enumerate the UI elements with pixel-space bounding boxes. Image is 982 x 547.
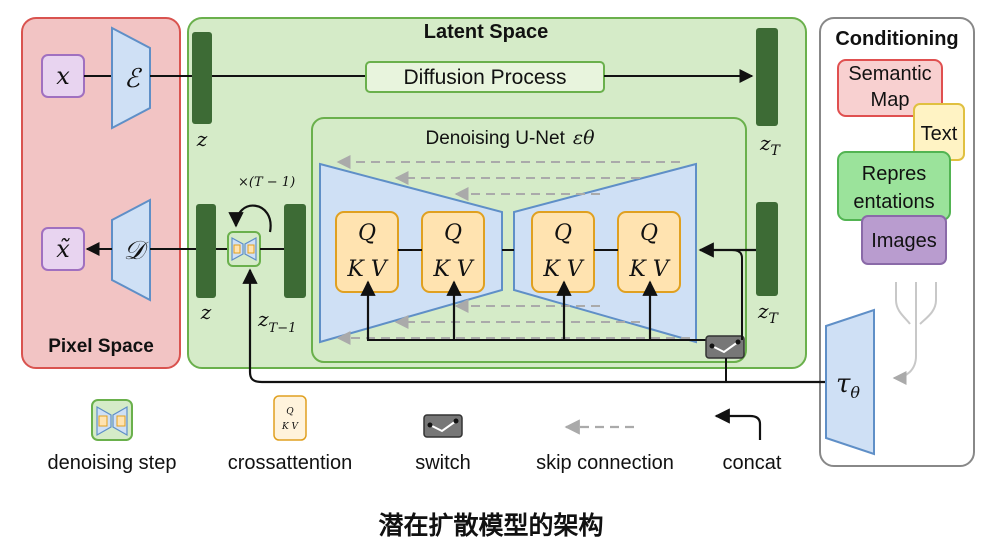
legend-denoising-step-label: denoising step <box>48 452 177 474</box>
legend-switch-label: switch <box>415 452 471 474</box>
merge-line-main <box>892 300 917 385</box>
figure-caption: 潜在扩散模型的架构 <box>378 511 604 540</box>
semantic-map-label-line1: Semantic <box>848 63 931 85</box>
decoder-trapezoid <box>111 198 151 302</box>
encoder-symbol: ℰ <box>124 64 142 94</box>
attention-block-2: Q K V <box>421 211 485 293</box>
input-image-x-symbol: x <box>56 62 70 90</box>
latent-zT1-label: zT−1 <box>257 307 296 336</box>
attention-block-1-kv: K V <box>346 257 388 282</box>
legend-concat-label: concat <box>723 452 782 474</box>
switch-component-contact-right <box>735 339 741 345</box>
pixel-space-label: Pixel Space <box>48 336 154 357</box>
diffusion-process-label: Diffusion Process <box>403 66 566 89</box>
tau-encoder-symbol: τθ <box>836 369 860 402</box>
repeat-loop-arrow <box>228 204 272 233</box>
text-card-label: Text <box>921 123 958 145</box>
latent-zT1-bar <box>284 204 306 298</box>
legend-crossattention-icon-kv: K V <box>281 422 300 432</box>
legend-crossattention-icon <box>273 395 307 441</box>
output-image-xtilde-box <box>41 227 85 271</box>
legend-concat-icon <box>714 408 762 440</box>
attention-block-4-kv: K V <box>628 257 670 282</box>
denoising-step-icon-right-attention <box>247 244 255 254</box>
latent-z-bottom-bar <box>196 204 216 298</box>
output-image-xtilde-symbol: x̃ <box>56 235 70 263</box>
switch-component-lever <box>711 341 739 354</box>
legend-switch-icon <box>423 414 463 438</box>
attention-block-1-q: Q <box>358 221 376 246</box>
representations-label-line1: Repres <box>862 163 926 185</box>
conditioning-to-step-arrow <box>242 268 832 384</box>
unet-skip-connections <box>336 155 690 345</box>
attention-block-4-q: Q <box>640 221 658 246</box>
conditioning-bus <box>360 280 726 341</box>
denoising-step-icon-left-attention <box>233 244 241 254</box>
conditioning-merge-lines <box>892 282 937 385</box>
conditioning-label: Conditioning <box>835 28 958 50</box>
images-card <box>861 215 947 265</box>
latent-zT-top-bar <box>756 28 778 126</box>
legend-crossattention-icon-q: Q <box>286 407 294 417</box>
legend-switch-icon-contact-left <box>427 422 433 428</box>
legend-crossattention-label: crossattention <box>228 452 353 474</box>
latent-z-bottom-label: z <box>200 300 212 324</box>
legend-switch-icon-contact-right <box>453 418 459 424</box>
unet-encoder-trapezoid <box>319 162 503 344</box>
semantic-map-card <box>837 59 943 117</box>
encoder-trapezoid <box>111 26 151 130</box>
legend-skip-connection-label: skip connection <box>536 452 674 474</box>
legend-denoising-step-icon-left-attention <box>98 415 108 427</box>
legend-switch-icon-lever <box>429 420 457 433</box>
latent-zT-bottom-bar <box>756 202 778 296</box>
tau-encoder-trapezoid <box>825 308 875 456</box>
latent-zT-top-label: zT <box>759 131 782 159</box>
attention-block-2-kv: K V <box>432 257 474 282</box>
attention-block-3-kv: K V <box>542 257 584 282</box>
attention-block-1: Q K V <box>335 211 399 293</box>
images-card-label: Images <box>871 230 937 252</box>
attention-block-2-q: Q <box>444 221 462 246</box>
attention-block-4: Q K V <box>617 211 681 293</box>
latent-zT-bottom-label: zT <box>757 299 780 327</box>
repeat-count-label: ×(T − 1) <box>238 175 295 190</box>
representations-label-line2: entations <box>853 191 934 213</box>
merge-line-1 <box>895 282 911 325</box>
legend: denoising step Q K V crossattention swit… <box>48 395 782 474</box>
semantic-map-label-line2: Map <box>871 89 910 111</box>
latent-z-top-label: z <box>196 127 208 151</box>
latent-space-label: Latent Space <box>424 21 548 43</box>
merge-line-3 <box>919 282 937 325</box>
attention-block-3: Q K V <box>531 211 595 293</box>
attention-block-3-q: Q <box>554 221 572 246</box>
legend-denoising-step-icon-right-attention <box>116 415 126 427</box>
switch-component-contact-left <box>709 343 715 349</box>
unet-epsilon-symbol: εθ <box>573 127 595 149</box>
latent-z-top-bar <box>192 32 212 124</box>
switch-concat-path <box>731 249 743 340</box>
